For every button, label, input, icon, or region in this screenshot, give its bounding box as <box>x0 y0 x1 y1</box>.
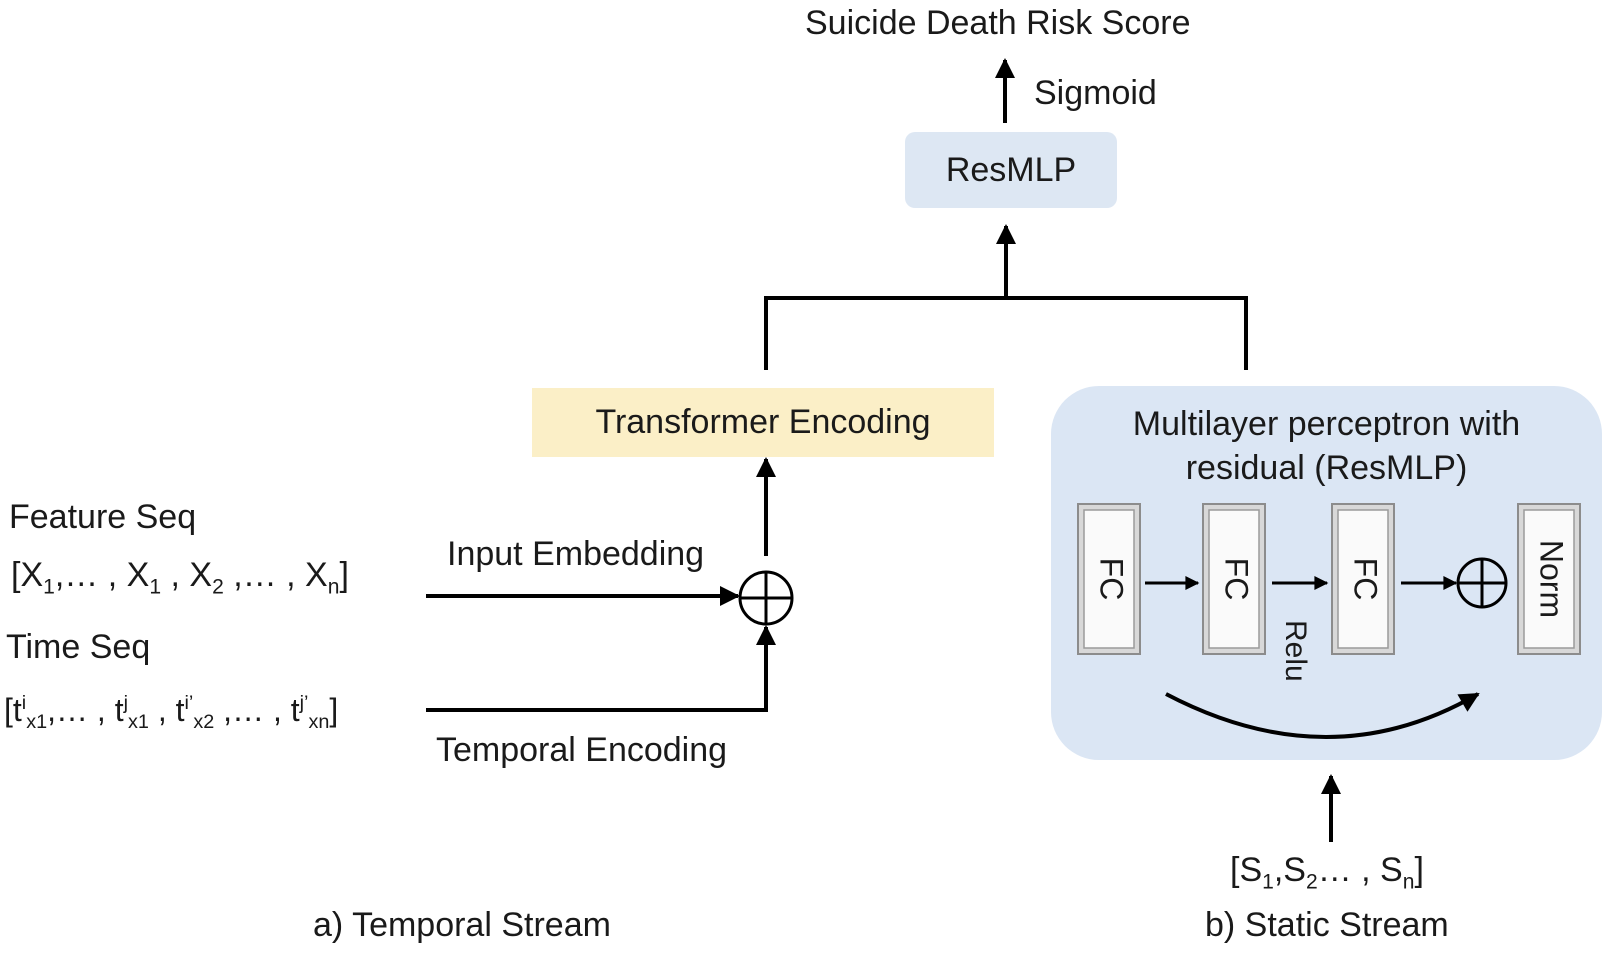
static-block-title-line1: Multilayer perceptron with <box>1132 405 1521 443</box>
static-input-value: [S1,S2… , Sn] <box>1230 851 1424 894</box>
input-embedding-label: Input Embedding <box>447 535 705 573</box>
feature-seq-value: [X1,… , X1 , X2 ,… , Xn] <box>11 556 349 599</box>
temporal-encoding-label: Temporal Encoding <box>436 731 728 769</box>
relu-label: Relu <box>1279 620 1312 682</box>
layer-box-fc-3 <box>1331 503 1395 655</box>
sigmoid-label: Sigmoid <box>1034 74 1157 112</box>
transformer-encoding-label: Transformer Encoding <box>595 403 931 441</box>
layer-label-fc-1: FC <box>1094 558 1130 601</box>
static-stream-caption: b) Static Stream <box>1205 906 1449 944</box>
static-block-title-line2: residual (ResMLP) <box>1185 449 1468 487</box>
transformer-encoding-box <box>532 388 994 457</box>
sum-operator-icon <box>738 570 794 626</box>
output-title: Suicide Death Risk Score <box>805 4 1191 42</box>
residual-connection-arrow <box>1165 692 1480 739</box>
layer-label-norm: Norm <box>1534 540 1570 618</box>
layer-box-fc-2 <box>1202 503 1266 655</box>
merge-connector <box>764 296 1248 370</box>
layer-box-fc-1 <box>1077 503 1141 655</box>
feature-seq-label: Feature Seq <box>9 498 197 536</box>
time-seq-label: Time Seq <box>6 628 151 666</box>
temporal-stream-caption: a) Temporal Stream <box>313 906 611 944</box>
residual-sum-icon <box>1456 557 1508 609</box>
resmlp-head-label: ResMLP <box>945 151 1077 189</box>
layer-label-fc-3: FC <box>1348 558 1384 601</box>
temporal-encoding-arrow <box>426 625 776 712</box>
static-resmlp-block <box>1051 386 1602 760</box>
static-block-title: Multilayer perceptron with residual (Res… <box>1051 402 1602 490</box>
resmlp-head-box <box>905 132 1117 208</box>
layer-box-norm <box>1517 503 1581 655</box>
layer-label-fc-2: FC <box>1219 558 1255 601</box>
time-seq-value: [tix1,… , tjx1 , ti’x2 ,… , tj’xn] <box>4 692 339 733</box>
